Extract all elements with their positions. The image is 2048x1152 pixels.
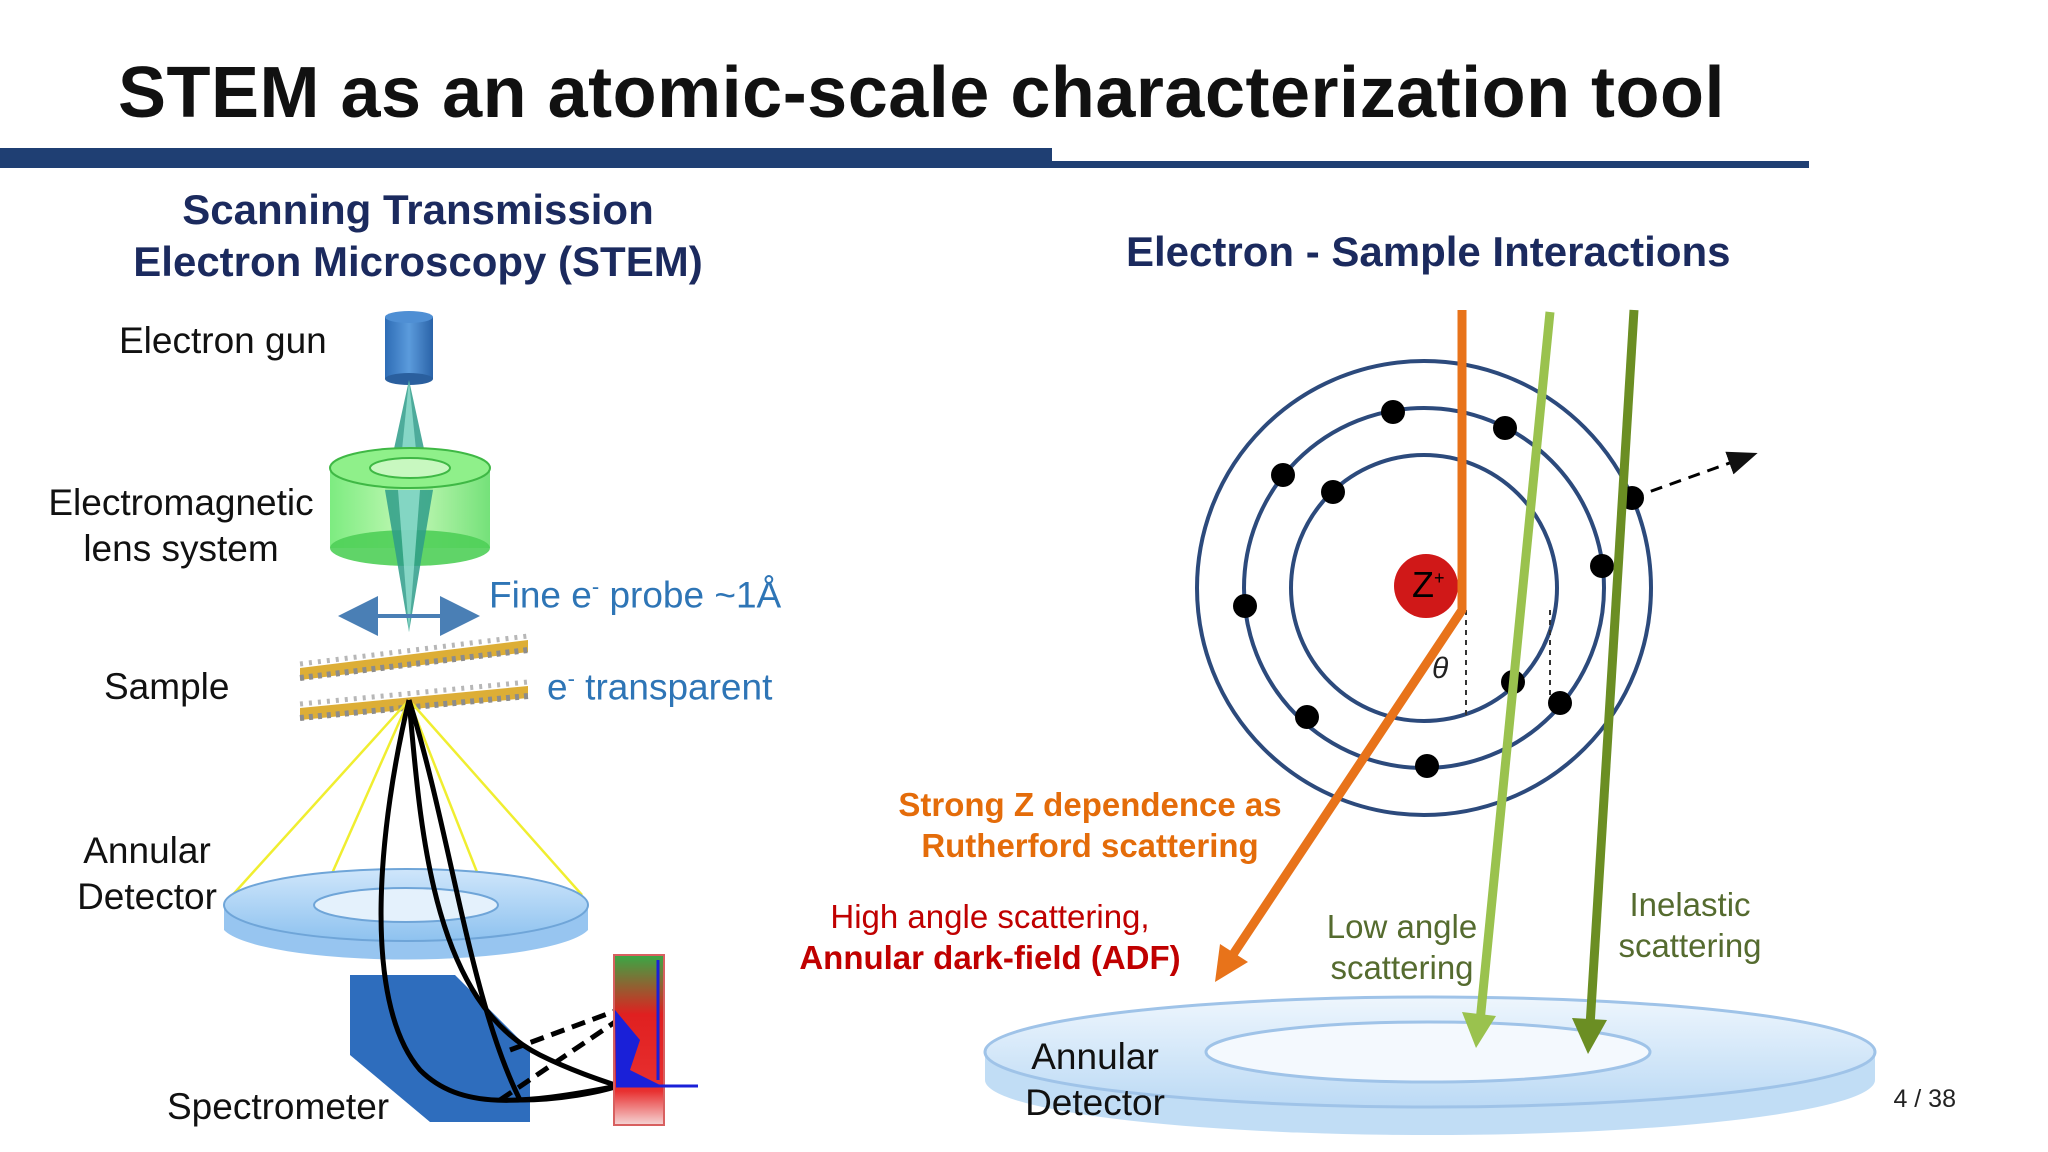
rutherford-label: Strong Z dependence as Rutherford scatte…	[880, 784, 1300, 866]
electron-gun-shape	[385, 311, 433, 385]
stem-heading: Scanning Transmission Electron Microscop…	[118, 184, 718, 288]
inelastic-label-line1: Inelastic	[1629, 886, 1751, 923]
ejected-electron-arrow	[1631, 451, 1758, 500]
annular-detector-right-line2: Detector	[1025, 1082, 1165, 1123]
spectrum-bar	[613, 954, 698, 1126]
sample-label: Sample	[104, 666, 230, 707]
high-angle-label: High angle scattering, Annular dark-fiel…	[786, 896, 1194, 978]
focused-beam-cone	[385, 490, 433, 632]
lens-label-line1: Electromagnetic	[48, 482, 314, 523]
annular-detector-left-label: Annular Detector	[62, 828, 232, 920]
probe-label-sup: -	[591, 574, 600, 599]
low-angle-beam-path	[1462, 311, 1555, 1048]
inelastic-label: Inelastic scattering	[1600, 884, 1780, 966]
annular-detector-right-shape	[983, 995, 1877, 1135]
nucleus-shape	[1394, 554, 1458, 618]
interactions-heading: Electron - Sample Interactions	[1126, 228, 1731, 275]
title-underline	[0, 148, 1809, 168]
transparent-label-prefix: e	[547, 666, 568, 708]
electron-gun-label: Electron gun	[119, 320, 327, 361]
annular-detector-left-line2: Detector	[77, 876, 217, 917]
spectrometer-label: Spectrometer	[167, 1086, 390, 1127]
rutherford-beam-path	[1215, 310, 1467, 982]
rutherford-label-line1: Strong Z dependence as	[898, 786, 1282, 823]
electrons	[1233, 400, 1644, 778]
annular-detector-right-label: Annular Detector	[1010, 1034, 1180, 1126]
high-angle-label-line2: Annular dark-field (ADF)	[799, 939, 1181, 976]
scattered-rays	[227, 699, 583, 906]
high-angle-label-line1: High angle scattering,	[830, 898, 1150, 935]
nucleus-label-text: Z	[1412, 564, 1434, 605]
stem-heading-line1: Scanning Transmission	[182, 186, 654, 233]
probe-label-suffix: probe ~1Å	[599, 574, 782, 616]
probe-label-prefix: Fine e	[489, 574, 592, 616]
annular-detector-left-shape	[223, 868, 589, 960]
low-angle-label: Low angle scattering	[1312, 906, 1492, 988]
annular-detector-right-line1: Annular	[1031, 1036, 1159, 1077]
probe-label: Fine e- probe ~1Å	[489, 564, 781, 618]
theta-label: θ	[1432, 652, 1449, 685]
beam-paths	[378, 699, 620, 1103]
lens-label: Electromagnetic lens system	[40, 480, 322, 572]
inelastic-beam-path	[1572, 309, 1639, 1054]
annular-detector-left-line1: Annular	[83, 830, 211, 871]
sample-crystal	[299, 633, 529, 721]
page-number: 4 / 38	[1893, 1085, 1956, 1113]
rutherford-label-line2: Rutherford scattering	[921, 827, 1259, 864]
slide-title: STEM as an atomic-scale characterization…	[118, 53, 1725, 133]
stem-heading-line2: Electron Microscopy (STEM)	[133, 238, 703, 285]
low-angle-label-line1: Low angle	[1326, 908, 1478, 945]
lens-label-line2: lens system	[83, 528, 279, 569]
transparent-label-suffix: transparent	[574, 666, 773, 708]
nucleus-label-sup: +	[1434, 568, 1445, 588]
nucleus-label: Z+	[1412, 564, 1445, 606]
transparent-label-sup: -	[567, 666, 575, 691]
low-angle-label-line2: scattering	[1330, 949, 1474, 986]
angle-guide-lines	[1465, 610, 1551, 718]
inelastic-label-line2: scattering	[1618, 927, 1762, 964]
transparent-label: e- transparent	[547, 656, 772, 710]
